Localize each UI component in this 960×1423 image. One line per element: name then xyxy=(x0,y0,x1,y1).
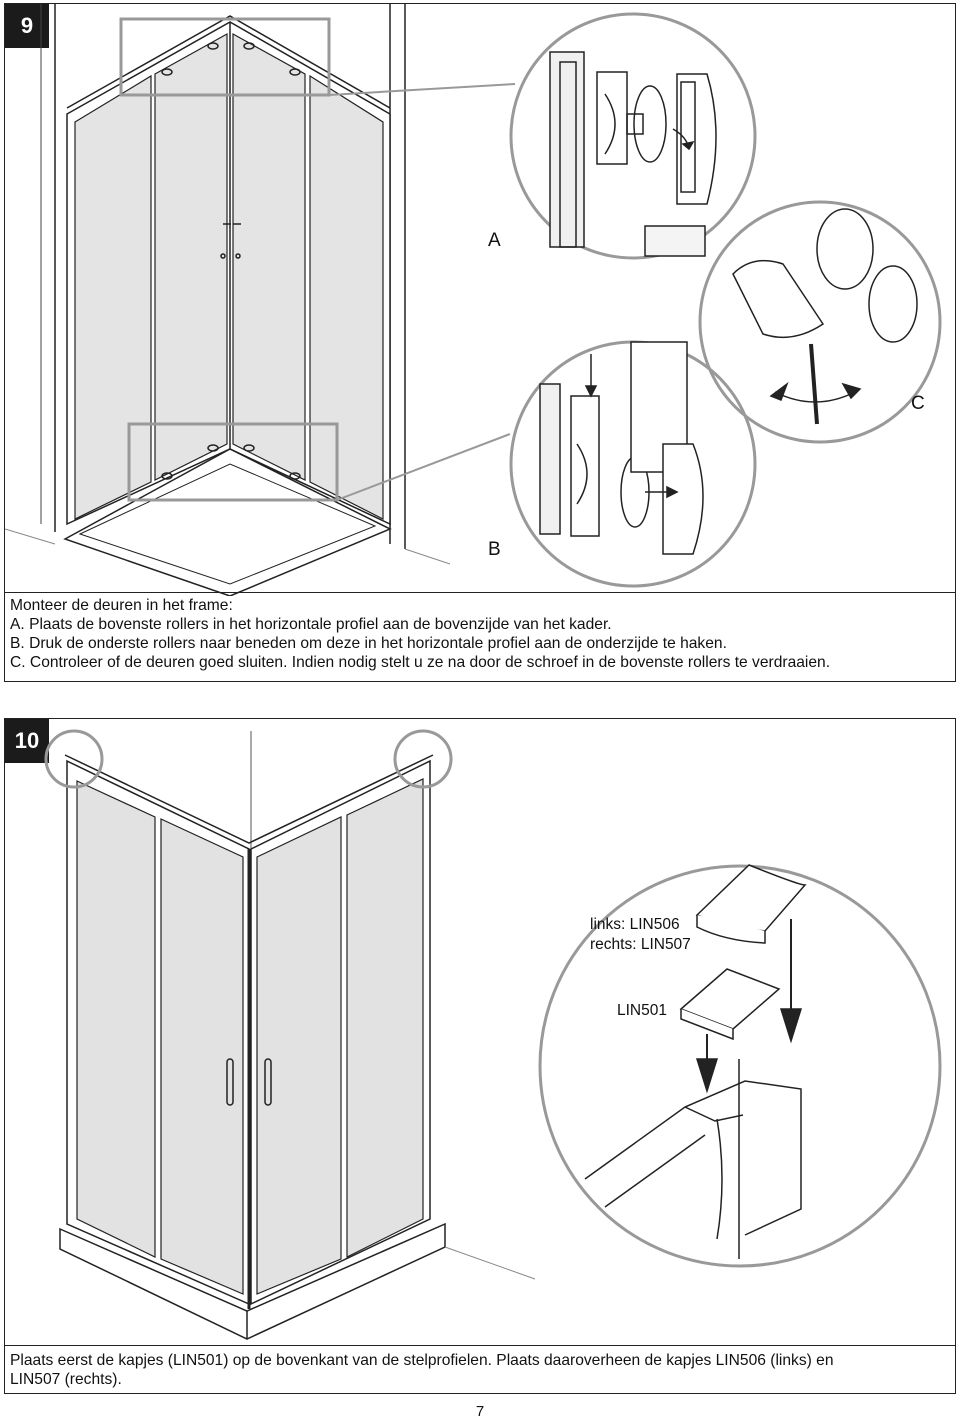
divider xyxy=(5,592,955,593)
label-c: C xyxy=(911,393,925,414)
step-10-instructions: Plaats eerst de kapjes (LIN501) op de bo… xyxy=(10,1351,949,1389)
step-number-badge: 10 xyxy=(5,719,49,763)
instruction-line: C. Controleer of de deuren goed sluiten.… xyxy=(10,654,831,671)
instruction-line: Plaats eerst de kapjes (LIN501) op de bo… xyxy=(10,1352,834,1369)
divider xyxy=(5,1345,955,1346)
label-a: A xyxy=(488,230,501,251)
detail-b-roller-bottom xyxy=(509,340,757,588)
detail-a-roller-top xyxy=(509,12,757,260)
callout-left-cap: links: LIN506 xyxy=(590,916,680,933)
step-9-instructions: Monteer de deuren in het frame: A. Plaat… xyxy=(10,596,949,672)
instruction-line: B. Druk de onderste rollers naar beneden… xyxy=(10,635,727,652)
label-b: B xyxy=(488,539,501,560)
instruction-line: LIN507 (rechts). xyxy=(10,1371,122,1388)
callout-right-cap: rechts: LIN507 xyxy=(590,936,691,953)
callout-side-caps: links: LIN506 rechts: LIN507 xyxy=(590,915,691,955)
instruction-line: Monteer de deuren in het frame: xyxy=(10,597,233,614)
step-9-illustration xyxy=(5,4,942,596)
instruction-line: A. Plaats de bovenste rollers in het hor… xyxy=(10,616,612,633)
step-10-illustration xyxy=(44,729,942,1340)
page-number: 7 xyxy=(475,1403,485,1420)
step-10-panel: 10 xyxy=(4,718,956,1394)
step-number-badge: 9 xyxy=(5,4,49,48)
detail-end-caps xyxy=(538,864,942,1268)
step-9-panel: 9 xyxy=(4,3,956,682)
callout-center-cap: LIN501 xyxy=(617,1002,667,1019)
detail-c-screw-adjust xyxy=(698,200,942,444)
